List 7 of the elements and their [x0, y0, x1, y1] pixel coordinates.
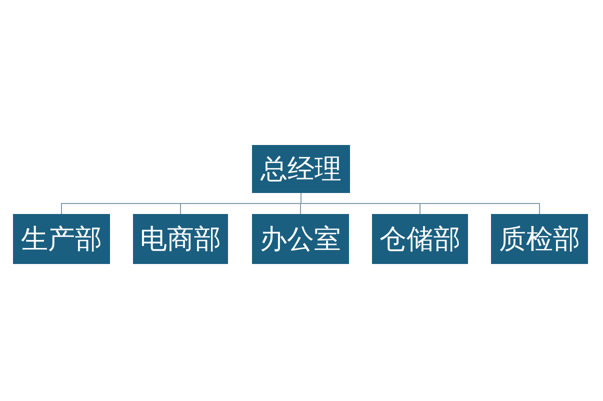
manager-box: 总经理	[252, 145, 350, 193]
connector-line	[300, 192, 540, 214]
department-box: 办公室	[252, 214, 349, 264]
department-box: 电商部	[133, 214, 228, 264]
department-box: 质检部	[491, 214, 588, 264]
department-box: 仓储部	[372, 214, 468, 264]
department-box: 生产部	[13, 214, 110, 264]
